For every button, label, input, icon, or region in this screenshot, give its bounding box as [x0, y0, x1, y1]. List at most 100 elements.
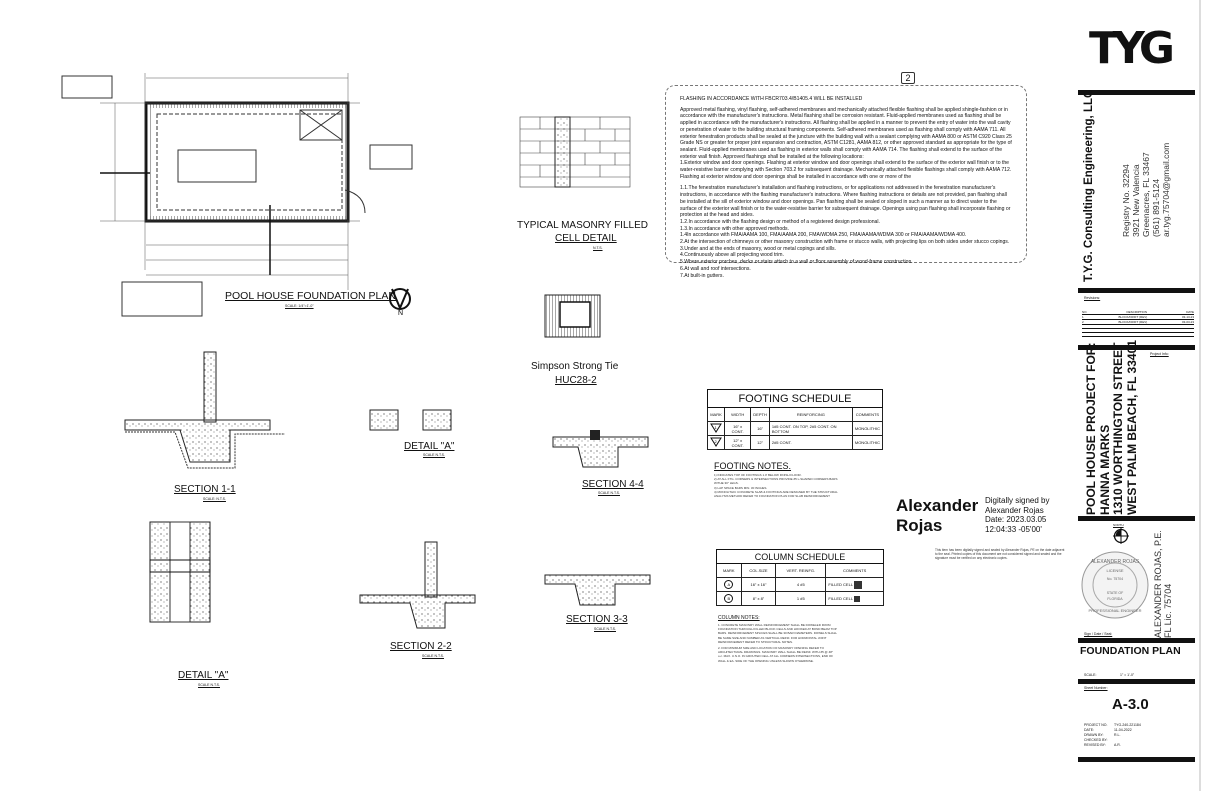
section-2-2-scale: SCALE N.T.S. — [422, 654, 444, 658]
table-row: 1 16" x CONT. 16" 1#5 CONT. ON TOP, 2#5 … — [707, 421, 884, 436]
sign-label: Sign / Date / Seal: — [1084, 632, 1113, 636]
detail-a-bottom-drawing — [149, 521, 211, 623]
note-item: 4) MONOLITHIC CONCRETE SLAB & FOOTINGS A… — [714, 489, 838, 499]
column-size: 16" x 16" — [740, 577, 777, 592]
section-3-3-drawing — [544, 574, 651, 606]
column-reinf: 1 #5 — [775, 591, 827, 606]
north-compass-icon — [1113, 528, 1129, 544]
flashing-para: 1.Exterior window and door openings. Fla… — [680, 160, 1012, 180]
revisions-label: Revisions: — [1084, 296, 1101, 300]
simpson-title-2: HUC28-2 — [555, 375, 597, 386]
divider — [1078, 516, 1195, 521]
column-notes: 1. CONCRETE MASONRY WALL REINFORCEMENT S… — [718, 623, 838, 663]
svg-text:STATE OF: STATE OF — [1107, 591, 1124, 595]
note-item: 1) INDICATES TOP OF FOOTINGS 1.0' BELOW … — [714, 473, 802, 477]
flashing-para: 6.At wall and roof intersections. — [680, 265, 751, 272]
flashing-notes: FLASHING IN ACCORDANCE WITH FBCR703.4/B1… — [665, 85, 1027, 279]
circle-mark-icon: A — [724, 580, 734, 589]
flashing-para: 1.1.The fenestration manufacturer's inst… — [680, 185, 1011, 219]
sheet-number: A-3.0 — [1112, 696, 1149, 713]
col-header: COMMENTS — [825, 563, 884, 578]
table-row: B 8" x 8" 1 #5 FILLED CELL — [716, 591, 884, 606]
detail-a-top-title: DETAIL "A" — [404, 441, 455, 452]
divider — [1078, 90, 1195, 95]
footing-depth: 16" — [750, 421, 770, 436]
section-2-2-title: SECTION 2-2 — [390, 641, 452, 652]
north-arrow-icon: N — [389, 288, 411, 316]
svg-text:N: N — [398, 310, 403, 316]
section-1-1-title: SECTION 1-1 — [174, 484, 236, 495]
divider — [1078, 345, 1195, 350]
section-3-3-scale: SCALE N.T.S. — [594, 627, 616, 631]
footing-reinforcing: 1#5 CONT. ON TOP, 2#5 CONT. ON BOTTOM — [768, 421, 853, 436]
foundation-plan-drawing — [61, 73, 413, 317]
footing-width: 16" x CONT. — [723, 421, 752, 436]
col-header: REINFORCING — [768, 407, 853, 422]
col-header: WIDTH — [723, 407, 752, 422]
simpson-title-1: Simpson Strong Tie — [531, 361, 619, 372]
flashing-para: 1.4In accordance with FMA/AAMA 100, FMA/… — [680, 232, 967, 239]
footing-mark: 2 — [707, 435, 725, 450]
col-header: MARK — [716, 563, 742, 578]
footing-reinforcing: 2#5 CONT. — [768, 435, 853, 450]
svg-text:No. 75704: No. 75704 — [1107, 577, 1123, 581]
section-1-1-drawing — [124, 351, 285, 469]
flashing-para: 2.At the intersection of chimneys or oth… — [680, 239, 1010, 246]
sheet-title: FOUNDATION PLAN — [1080, 645, 1181, 657]
foundation-plan-title: POOL HOUSE FOUNDATION PLAN — [225, 290, 396, 302]
north-label: NORTH — [1113, 523, 1124, 527]
col-header: VERT. REINFG. — [775, 563, 827, 578]
note-item: 3) LAP SPACE BARS MIN. 30 INCHES. — [714, 485, 768, 490]
sheet-number-label: Sheet Number: — [1084, 686, 1108, 690]
project-info-label: Project Info: — [1150, 352, 1169, 356]
flashing-para: 1.3.In accordance with other approved me… — [680, 225, 790, 232]
divider — [1078, 638, 1195, 643]
detail-a-bottom-scale: SCALE N.T.S. — [198, 683, 220, 687]
footing-schedule-title: FOOTING SCHEDULE — [707, 389, 883, 408]
filled-cell-icon — [854, 595, 861, 602]
project-meta: PROJECT NO.TYG-240-221184 DATE:11-04-202… — [1084, 723, 1141, 747]
svg-text:FLORIDA: FLORIDA — [1107, 597, 1123, 601]
note-item: 2) AT ALL FTG. CORNERS & INTERSECTIONS P… — [714, 477, 838, 486]
column-reinf: 4 #5 — [775, 577, 827, 592]
section-2-2-drawing — [359, 541, 476, 629]
masonry-detail-drawing — [519, 116, 631, 188]
table-row: 2 12" x CONT. 12" 2#5 CONT. MONOLITHIC — [707, 435, 884, 450]
footing-comments: MONOLITHIC — [851, 421, 884, 436]
col-header: DEPTH — [750, 407, 770, 422]
detail-a-bottom-title: DETAIL "A" — [178, 670, 229, 681]
footing-depth: 12" — [750, 435, 770, 450]
flashing-para: Approved metal flashing, vinyl flashing,… — [680, 106, 1012, 160]
svg-text:ALEXANDER ROJAS: ALEXANDER ROJAS — [1091, 559, 1140, 565]
svg-text:2: 2 — [715, 439, 718, 444]
divider — [1078, 757, 1195, 762]
column-size: 8" x 8" — [740, 591, 777, 606]
revision-mark: 2 — [901, 72, 915, 84]
section-4-4-title: SECTION 4-4 — [582, 479, 644, 490]
flashing-para: 3.Under and at the ends of masonry, wood… — [680, 245, 836, 252]
masonry-detail-scale: N.T.S. — [593, 246, 603, 250]
svg-text:1: 1 — [715, 425, 718, 430]
engineer-seal: ALEXANDER ROJAS LICENSE No. 75704 STATE … — [1081, 551, 1149, 619]
scale-label: SCALE: — [1084, 673, 1097, 677]
divider — [1078, 288, 1195, 293]
masonry-detail-title-2: CELL DETAIL — [555, 233, 617, 244]
section-4-4-drawing — [552, 430, 649, 468]
column-mark: B — [716, 591, 742, 606]
note-item: 1. CONCRETE MASONRY WALL REINFORCEMENT S… — [718, 623, 837, 644]
footing-width: 12" x CONT. — [723, 435, 752, 450]
flashing-para: 7.At built-in gutters. — [680, 272, 724, 279]
svg-text:PROFESSIONAL ENGINEER: PROFESSIONAL ENGINEER — [1089, 608, 1142, 613]
scale-value: 1" = 1'-0" — [1120, 673, 1135, 677]
filled-cell-icon — [854, 580, 863, 589]
column-notes-title: COLUMN NOTES: — [718, 615, 760, 621]
section-4-4-scale: SCALE N.T.S. — [598, 491, 620, 495]
col-header: MARK — [707, 407, 725, 422]
circle-mark-icon: B — [724, 594, 734, 603]
company-logo: TYG — [1089, 23, 1175, 74]
